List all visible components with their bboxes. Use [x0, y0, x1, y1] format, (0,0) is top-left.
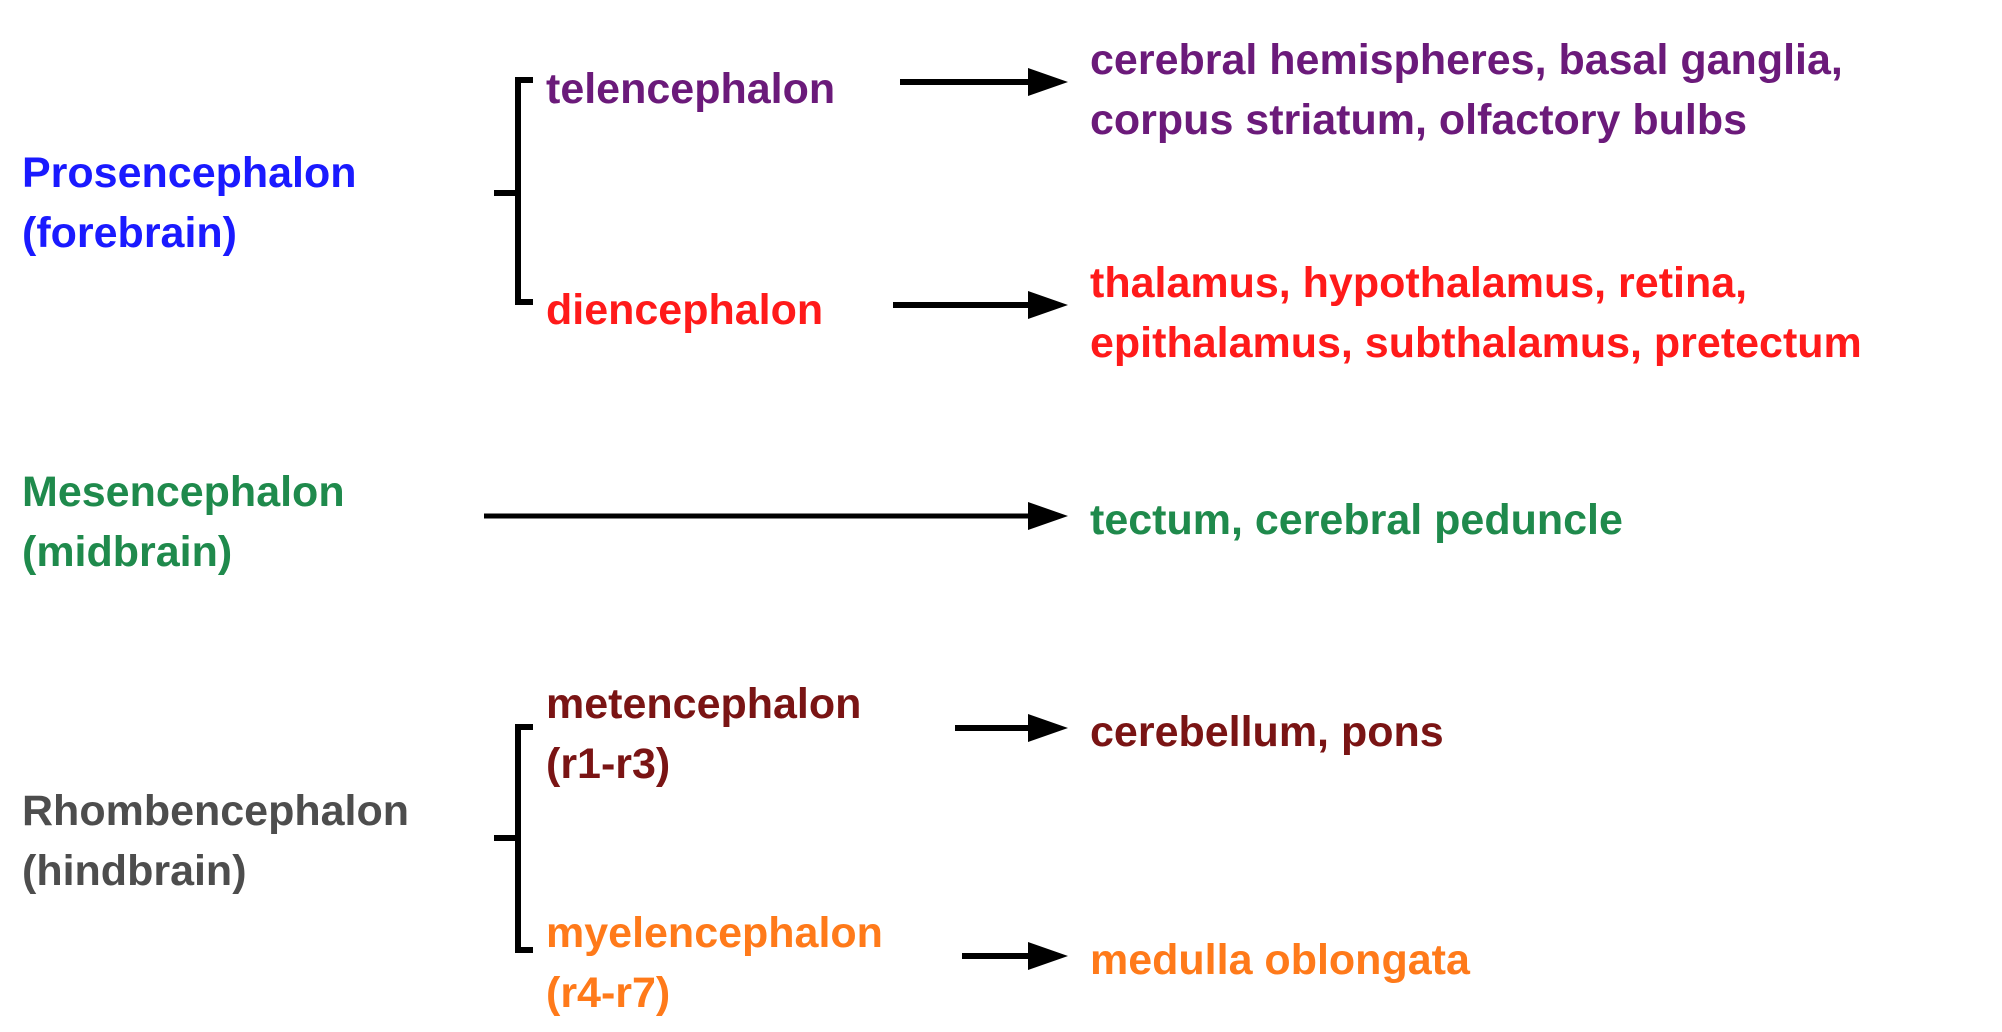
mesencephalon-arrowhead — [1028, 502, 1068, 530]
prosencephalon-label: Prosencephalon (forebrain) — [22, 143, 357, 263]
metencephalon-derivatives-text: cerebellum, pons — [1090, 708, 1444, 756]
myelencephalon-name: myelencephalon — [546, 909, 883, 957]
diencephalon-derivatives: thalamus, hypothalamus, retina, epithala… — [1090, 253, 1862, 373]
metencephalon-derivatives: cerebellum, pons — [1090, 702, 1444, 762]
diencephalon-arrowhead — [1028, 291, 1068, 319]
mesencephalon-derivatives: tectum, cerebral peduncle — [1090, 490, 1623, 550]
mesencephalon-derivatives-text: tectum, cerebral peduncle — [1090, 496, 1623, 544]
metencephalon-range: (r1-r3) — [546, 740, 671, 788]
telencephalon-name: telencephalon — [546, 65, 836, 113]
myelencephalon-derivatives: medulla oblongata — [1090, 930, 1470, 990]
myelencephalon-arrowhead — [1028, 942, 1068, 970]
mesencephalon-common-name: (midbrain) — [22, 528, 233, 576]
diencephalon-name: diencephalon — [546, 286, 824, 334]
mesencephalon-label: Mesencephalon (midbrain) — [22, 462, 345, 582]
telencephalon-derivatives-line-1: cerebral hemispheres, basal ganglia, — [1090, 36, 1843, 84]
rhombencephalon-name: Rhombencephalon — [22, 787, 410, 835]
telencephalon-label: telencephalon — [546, 59, 835, 119]
mesencephalon-name: Mesencephalon — [22, 468, 345, 516]
diencephalon-derivatives-line-2: epithalamus, subthalamus, pretectum — [1090, 319, 1862, 367]
myelencephalon-range: (r4-r7) — [546, 969, 671, 1017]
prosencephalon-name: Prosencephalon — [22, 149, 357, 197]
diencephalon-derivatives-line-1: thalamus, hypothalamus, retina, — [1090, 259, 1748, 307]
metencephalon-name: metencephalon — [546, 680, 862, 728]
rhombencephalon-label: Rhombencephalon (hindbrain) — [22, 781, 409, 901]
telencephalon-derivatives-line-2: corpus striatum, olfactory bulbs — [1090, 96, 1748, 144]
rhombencephalon-common-name: (hindbrain) — [22, 847, 247, 895]
prosencephalon-common-name: (forebrain) — [22, 209, 237, 257]
myelencephalon-derivatives-text: medulla oblongata — [1090, 936, 1470, 984]
myelencephalon-label: myelencephalon (r4-r7) — [546, 903, 883, 1023]
diencephalon-label: diencephalon — [546, 280, 823, 340]
metencephalon-arrowhead — [1028, 714, 1068, 742]
rhombencephalon-bracket — [494, 724, 533, 953]
metencephalon-label: metencephalon (r1-r3) — [546, 674, 861, 794]
telencephalon-derivatives: cerebral hemispheres, basal ganglia, cor… — [1090, 30, 1843, 150]
telencephalon-arrowhead — [1028, 68, 1068, 96]
prosencephalon-bracket — [494, 77, 533, 305]
